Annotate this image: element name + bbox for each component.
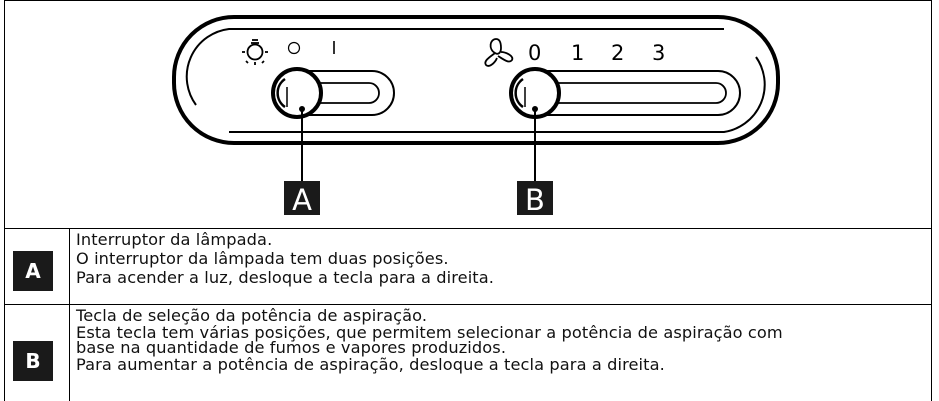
legend-line: Para acender a luz, desloque a tecla par… [76, 268, 495, 287]
legend-line: Tecla de seleção da potência de aspiraçã… [76, 306, 428, 325]
callout-letter-b: B [525, 183, 545, 217]
fan-position-3: 3 [652, 41, 665, 65]
control-panel-drawing: 0 1 2 3 A B [172, 15, 780, 217]
legend-letter-cell: B [4, 305, 70, 401]
document-frame [4, 0, 932, 401]
legend-description-a: Interruptor da lâmpada. O interruptor da… [76, 230, 924, 287]
callout-dot-a [299, 106, 305, 112]
legend-description-b: Tecla de seleção da potência de aspiraçã… [76, 306, 924, 374]
legend-line: Esta tecla tem várias posições, que perm… [76, 323, 783, 342]
legend-line: base na quantidade de fumos e vapores pr… [76, 338, 507, 357]
fan-position-2: 2 [611, 41, 624, 65]
control-panel-illustration: 0 1 2 3 A B [4, 0, 932, 229]
legend-row-a: A Interruptor da lâmpada. O interruptor … [4, 229, 932, 305]
legend-row-b: B Tecla de seleção da potência de aspira… [4, 305, 932, 401]
lamp-slider-track-inner [289, 82, 380, 104]
callout-badge-b [517, 181, 553, 215]
legend-letter-cell: A [4, 229, 70, 304]
fan-slider-track-inner [539, 82, 727, 104]
lamp-slider-track [289, 70, 395, 116]
panel-inner-outline-top [185, 28, 724, 106]
fan-knob-highlight [514, 77, 524, 109]
legend-badge-b: B [13, 341, 53, 381]
panel-outer-outline [172, 15, 780, 145]
callout-letter-a: A [292, 183, 312, 217]
panel-inner-outline [229, 56, 766, 133]
legend-line: Para aumentar a potência de aspiração, d… [76, 355, 665, 374]
legend-badge-a: A [13, 251, 53, 291]
lamp-knob [271, 67, 323, 119]
fan-icon [484, 38, 514, 67]
fan-position-1: 1 [571, 41, 584, 65]
legend-line: O interruptor da lâmpada tem duas posiçõ… [76, 249, 449, 268]
fan-position-0: 0 [528, 41, 541, 65]
callout-dot-b [532, 106, 538, 112]
fan-slider-track [539, 70, 741, 116]
legend-line: Interruptor da lâmpada. [76, 230, 273, 249]
lamp-knob-highlight [276, 77, 286, 109]
lamp-icon [242, 39, 268, 65]
lamp-off-position-icon [287, 41, 301, 55]
callout-badge-a [284, 181, 320, 215]
